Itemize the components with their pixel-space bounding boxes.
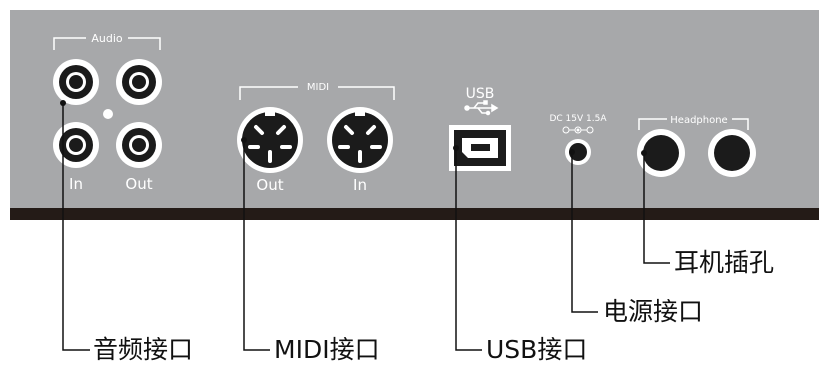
- usb-callout-label: USB接口: [486, 335, 588, 364]
- power-callout-label: 电源接口: [603, 297, 704, 326]
- audio-callout-line: [62, 103, 90, 351]
- audio-callout-label: 音频接口: [93, 335, 194, 364]
- midi-group-label: MIDI: [307, 82, 329, 93]
- midi-out-label: Out: [256, 176, 283, 194]
- midi-out-port: [237, 107, 303, 173]
- polarity-icon: [562, 126, 594, 134]
- power-callout-line: [571, 152, 598, 313]
- midi-callout-label: MIDI接口: [274, 335, 380, 364]
- audio-group-label: Audio: [91, 32, 123, 45]
- midi-in-label: In: [353, 176, 367, 194]
- usb-label: USB: [466, 86, 495, 102]
- headphone-callout-label: 耳机插孔: [674, 248, 775, 277]
- midi-group-bracket: [239, 86, 395, 100]
- headphone-group-label: Headphone: [670, 115, 727, 126]
- midi-in-port: [327, 107, 393, 173]
- usb-callout-line: [455, 148, 482, 351]
- audio-group-bracket: [53, 37, 161, 50]
- headphone-callout-line: [643, 153, 670, 264]
- usb-port: [449, 125, 511, 171]
- usb-icon: [464, 100, 499, 116]
- panel-face: [10, 10, 819, 208]
- dc-rating-label: DC 15V 1.5A: [549, 114, 607, 124]
- panel-base: [10, 208, 819, 220]
- audio-indicator-dot: [103, 109, 113, 119]
- callout-anchor-dots: [60, 100, 647, 156]
- audio-in-label: In: [69, 175, 83, 193]
- dc-power-jack: [565, 139, 591, 165]
- midi-callout-line: [243, 140, 270, 351]
- callout-lines: [62, 103, 670, 351]
- headphone-jacks: [637, 129, 756, 177]
- headphone-group-bracket: [638, 118, 749, 130]
- audio-jacks: [53, 59, 162, 168]
- audio-out-label: Out: [125, 175, 152, 193]
